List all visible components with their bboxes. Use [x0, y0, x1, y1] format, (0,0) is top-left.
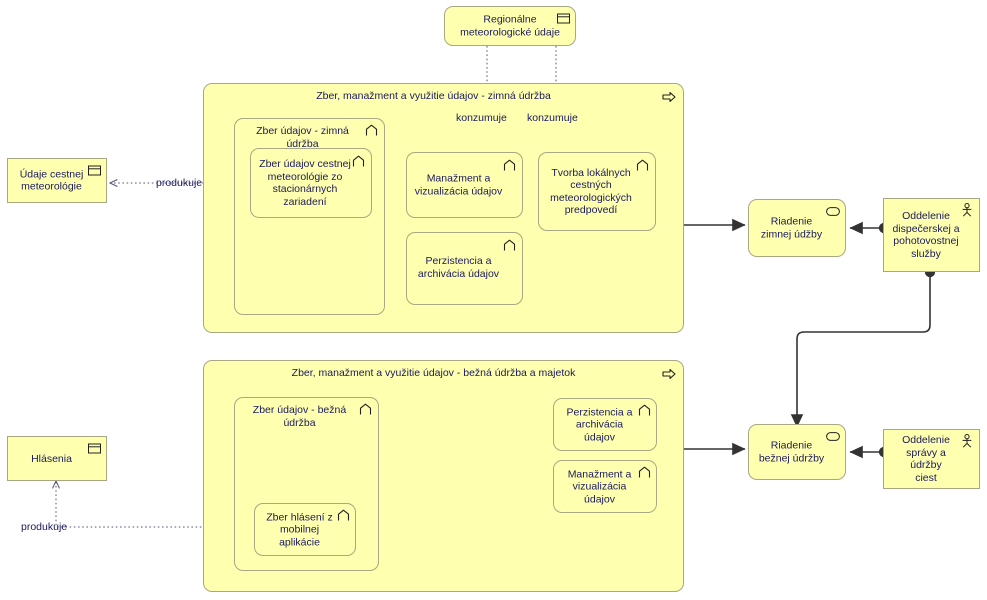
business-process-icon — [662, 91, 676, 104]
business-function-icon — [638, 466, 651, 479]
business-object-icon — [88, 442, 101, 455]
node-label: Zber hlásení z mobilnej aplikácie — [266, 510, 333, 548]
business-function-icon — [352, 155, 365, 168]
node-oddelenie-spravy-udrzby-ciest[interactable]: Oddelenie správy a údržby ciest — [883, 429, 980, 489]
edge-label-produkuje-meteo: produkuje — [156, 177, 203, 189]
node-oddelenie-dispecerskej-pohotovostnej-sluzby[interactable]: Oddelenie dispečerskej a pohotovostnej s… — [883, 198, 980, 272]
node-label: Riadenie bežnej údržby — [758, 439, 825, 465]
node-label: Manažment a vizualizácia údajov — [567, 467, 632, 505]
node-hlasenia[interactable]: Hlásenia — [7, 436, 107, 481]
node-label: Oddelenie správy a údržby ciest — [902, 434, 950, 484]
node-riadenie-zimnej-udzby[interactable]: Riadenie zimnej údžby — [748, 199, 846, 257]
node-label: Tvorba lokálnych cestných meteorologický… — [550, 166, 632, 217]
business-process-icon — [662, 368, 676, 381]
edge-label-produkuje-hlasenia: produkuje — [21, 521, 68, 533]
business-function-icon — [636, 159, 649, 172]
node-manazment-vizualizacia-udajov-bezna[interactable]: Manažment a vizualizácia údajov — [553, 460, 657, 513]
node-label: Riadenie zimnej údžby — [760, 215, 823, 241]
business-object-icon — [557, 12, 570, 25]
node-label: Oddelenie dispečerskej a pohotovostnej s… — [892, 210, 960, 260]
business-service-icon — [826, 207, 840, 220]
node-label: Zber údajov cestnej meteorológie zo stac… — [259, 158, 351, 208]
node-udaje-cestnej-meteorologie[interactable]: Údaje cestnej meteorológie — [7, 158, 107, 203]
node-riadenie-beznej-udrzby[interactable]: Riadenie bežnej údržby — [748, 424, 846, 480]
group-label: Zber údajov - zimná údržba — [256, 125, 349, 150]
business-object-icon — [88, 164, 101, 177]
group-label: Zber údajov - bežná údržba — [252, 404, 347, 429]
edge-label-konzumuje-right: konzumuje — [527, 112, 578, 124]
container-title: Zber, manažment a využitie údajov - zimn… — [316, 90, 551, 102]
business-function-icon — [638, 404, 651, 417]
node-perzistencia-archivacia-zimna[interactable]: Perzistencia a archivácia údajov — [406, 232, 523, 305]
node-label: Perzistencia a archivácia údajov — [417, 255, 500, 280]
node-zber-hlaseni-mobilnej-aplikacie[interactable]: Zber hlásení z mobilnej aplikácie — [254, 503, 356, 556]
business-function-icon — [365, 124, 378, 137]
edge-dispecerska-to-riadenie-beznej — [790, 266, 936, 428]
edge-label-konzumuje-left: konzumuje — [456, 112, 507, 124]
node-regionalne-meteorologicke-udaje[interactable]: Regionálne meteorologické údaje — [444, 6, 576, 46]
business-function-icon — [503, 159, 516, 172]
node-tvorba-lokalnych-predpovedi[interactable]: Tvorba lokálnych cestných meteorologický… — [538, 152, 656, 231]
business-actor-icon — [961, 203, 974, 217]
node-perzistencia-archivacia-bezna[interactable]: Perzistencia a archivácia údajov — [553, 398, 657, 451]
node-label: Hlásenia — [31, 452, 72, 465]
container-title: Zber, manažment a využitie údajov - bežn… — [291, 367, 576, 379]
node-zber-udajov-cestnej-meteorologie[interactable]: Zber údajov cestnej meteorológie zo stac… — [250, 148, 372, 218]
node-label: Manažment a vizualizácia údajov — [414, 172, 503, 198]
business-actor-icon — [961, 434, 974, 448]
business-service-icon — [826, 432, 840, 445]
node-label: Perzistencia a archivácia údajov — [566, 405, 633, 443]
node-label: Regionálne meteorologické údaje — [460, 13, 560, 39]
business-function-icon — [359, 403, 372, 416]
business-function-icon — [503, 239, 516, 252]
business-function-icon — [337, 509, 350, 522]
node-manazment-vizualizacia-udajov-zimna[interactable]: Manažment a vizualizácia údajov — [406, 152, 523, 218]
node-label: Údaje cestnej meteorológie — [19, 168, 84, 193]
